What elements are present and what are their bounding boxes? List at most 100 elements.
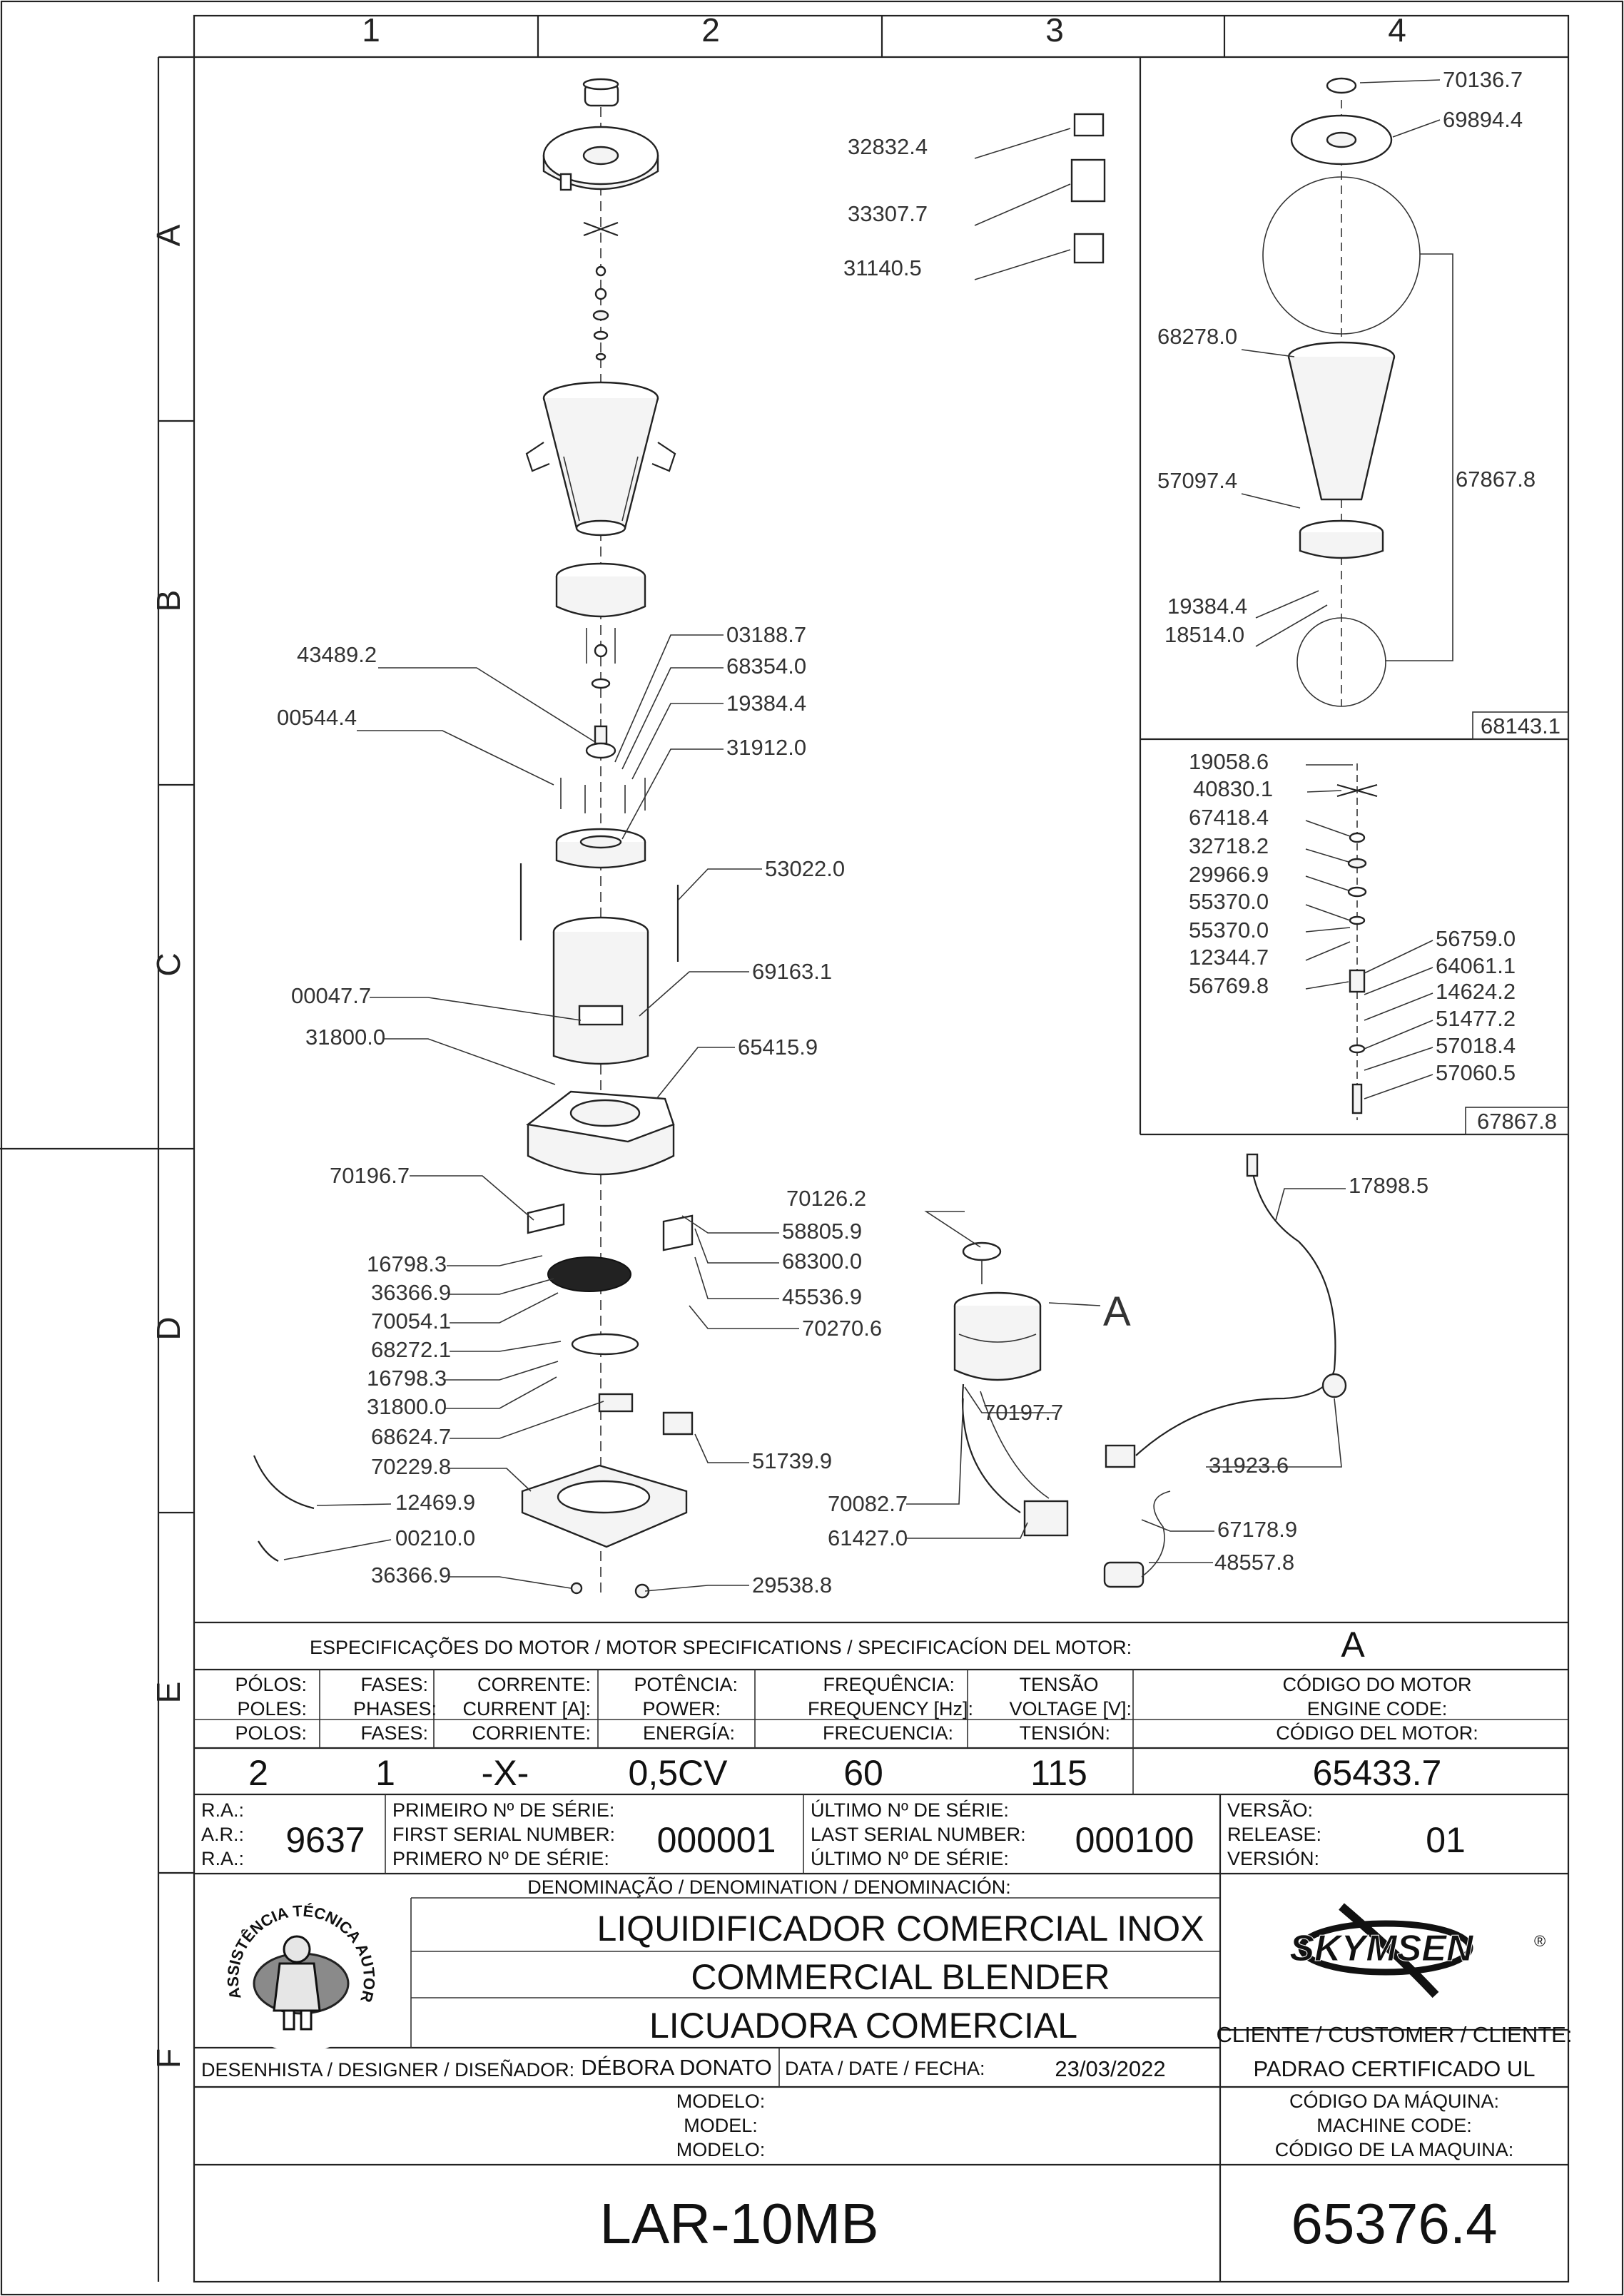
machine-code-section: CÓDIGO DA MÁQUINA: MACHINE CODE: CÓDIGO … bbox=[1275, 2090, 1514, 2255]
spec-poles-value: 2 bbox=[248, 1753, 268, 1793]
machine-code-label-3: CÓDIGO DE LA MAQUINA: bbox=[1275, 2138, 1514, 2160]
callout-blade-14: 57018.4 bbox=[1436, 1033, 1516, 1058]
grid-row-c: C bbox=[150, 953, 187, 976]
version-label-2: RELEASE: bbox=[1227, 1824, 1321, 1845]
spec-voltage-value: 115 bbox=[1030, 1753, 1087, 1793]
callout-main-13: 16798.3 bbox=[367, 1251, 447, 1276]
first-serial-label-1: PRIMEIRO Nº DE SÉRIE: bbox=[392, 1799, 614, 1821]
callout-main-1: 43489.2 bbox=[297, 642, 377, 667]
last-serial-label-2: LAST SERIAL NUMBER: bbox=[811, 1824, 1026, 1845]
callout-blade-9: 56769.8 bbox=[1189, 973, 1269, 998]
first-serial-value: 000001 bbox=[657, 1820, 776, 1860]
spec-power-en: POWER: bbox=[642, 1698, 721, 1720]
motor-reference-letter: A bbox=[1103, 1289, 1131, 1335]
callout-blade-15: 57060.5 bbox=[1436, 1060, 1516, 1085]
callout-main-24: 29538.8 bbox=[752, 1573, 832, 1597]
callout-main-17: 16798.3 bbox=[367, 1366, 447, 1391]
callout-main-28: 68300.0 bbox=[782, 1249, 862, 1274]
callout-main-4: 68354.0 bbox=[726, 654, 806, 679]
callout-main-33: 61427.0 bbox=[828, 1525, 908, 1550]
grid-row-f: F bbox=[150, 2048, 187, 2068]
blade-box-code: 67867.8 bbox=[1477, 1109, 1557, 1134]
spec-phases-es: FASES: bbox=[360, 1722, 428, 1744]
spec-power-pt: POTÊNCIA: bbox=[634, 1673, 738, 1695]
spec-current-en: CURRENT [A]: bbox=[462, 1698, 591, 1720]
motor-spec-table: PÓLOS: POLES: POLOS: 2 FASES: PHASES: FA… bbox=[235, 1673, 1478, 1793]
grid-row-b: B bbox=[150, 590, 187, 612]
callout-main-32: 70082.7 bbox=[828, 1491, 908, 1516]
ra-value: 9637 bbox=[285, 1820, 365, 1860]
spec-voltage-es: TENSIÓN: bbox=[1019, 1722, 1110, 1744]
machine-code-value: 65376.4 bbox=[1291, 2192, 1497, 2255]
version-value: 01 bbox=[1426, 1820, 1466, 1860]
callout-main-16: 68272.1 bbox=[371, 1337, 451, 1362]
spec-engine-code-es: CÓDIGO DEL MOTOR: bbox=[1276, 1722, 1478, 1744]
machine-code-label-1: CÓDIGO DA MÁQUINA: bbox=[1289, 2090, 1499, 2112]
jar-detail-box: 68143.1 67867.8 bbox=[1139, 57, 1569, 1136]
client-value: PADRAO CERTIFICADO UL bbox=[1253, 2056, 1535, 2081]
callout-main-11: 65415.9 bbox=[738, 1035, 818, 1060]
ra-label-2: A.R.: bbox=[201, 1824, 244, 1845]
callout-main-37: 17898.5 bbox=[1349, 1173, 1428, 1198]
jar-callouts: 70136.7 69894.4 68278.0 57097.4 67867.8 … bbox=[1157, 67, 1536, 647]
version-label-1: VERSÃO: bbox=[1227, 1799, 1313, 1821]
jar-box-code: 68143.1 bbox=[1481, 713, 1560, 738]
model-section: MODELO: MODEL: MODELO: LAR-10MB bbox=[599, 2091, 878, 2255]
callout-blade-13: 51477.2 bbox=[1436, 1006, 1516, 1031]
model-label-2: MODEL: bbox=[684, 2115, 758, 2136]
callout-blade-4: 32718.2 bbox=[1189, 833, 1269, 858]
callout-main-2: 00544.4 bbox=[277, 705, 357, 730]
callout-jar-1: 70136.7 bbox=[1443, 67, 1523, 92]
callout-main-22: 00210.0 bbox=[395, 1525, 475, 1550]
callout-blade-3: 67418.4 bbox=[1189, 805, 1269, 830]
spec-frequency-en: FREQUENCY [Hz]: bbox=[808, 1698, 973, 1720]
motor-spec-ref: A bbox=[1341, 1625, 1365, 1665]
callout-main-7: 53022.0 bbox=[765, 856, 845, 881]
blender-exploded-view bbox=[253, 78, 694, 1599]
designer-label: DESENHISTA / DESIGNER / DISEÑADOR: bbox=[201, 2058, 574, 2081]
spec-frequency-value: 60 bbox=[843, 1753, 883, 1793]
blade-detail-view bbox=[1336, 763, 1378, 1120]
grid-row-labels: A B C D E F bbox=[150, 224, 187, 2068]
callout-main-34: 67178.9 bbox=[1217, 1517, 1297, 1542]
serial-row: R.A.: A.R.: R.A.: 9637 PRIMEIRO Nº DE SÉ… bbox=[201, 1799, 1466, 1869]
blade-callouts: 19058.6 40830.1 67418.4 32718.2 29966.9 … bbox=[1189, 749, 1516, 1099]
ra-label-1: R.A.: bbox=[201, 1799, 244, 1821]
grid-row-d: D bbox=[150, 1316, 187, 1340]
model-label-3: MODELO: bbox=[676, 2139, 766, 2160]
spec-poles-es: POLOS: bbox=[235, 1722, 307, 1744]
client-section: CLIENTE / CUSTOMER / CLIENTE: PADRAO CER… bbox=[1217, 2022, 1573, 2081]
spec-frequency-es: FRECUENCIA: bbox=[823, 1722, 953, 1744]
callout-main-35: 48557.8 bbox=[1214, 1550, 1294, 1575]
designer-row: DESENHISTA / DESIGNER / DISEÑADOR: DÉBOR… bbox=[201, 2055, 1166, 2081]
last-serial-label-3: ÚLTIMO Nº DE SÉRIE: bbox=[811, 1847, 1009, 1869]
designer-name: DÉBORA DONATO bbox=[581, 2055, 772, 2080]
callout-jar-7: 18514.0 bbox=[1164, 622, 1244, 647]
callout-main-14: 36366.9 bbox=[371, 1280, 451, 1305]
callout-jar-4: 57097.4 bbox=[1157, 468, 1237, 493]
spec-phases-en: PHASES: bbox=[353, 1698, 437, 1720]
grid-row-a: A bbox=[150, 224, 187, 246]
callout-blade-11: 64061.1 bbox=[1436, 953, 1516, 978]
title-block bbox=[194, 1621, 1568, 2282]
callout-blade-5: 29966.9 bbox=[1189, 862, 1269, 887]
callout-blade-1: 19058.6 bbox=[1189, 749, 1269, 774]
grid-col-3: 3 bbox=[1045, 11, 1064, 49]
brand-logo: SKYMSEN ® bbox=[1289, 1903, 1546, 1998]
denomination-section: DENOMINAÇÃO / DENOMINATION / DENOMINACIÓ… bbox=[527, 1876, 1204, 2046]
spec-power-es: ENERGÍA: bbox=[643, 1722, 735, 1744]
product-name-pt: LIQUIDIFICADOR COMERCIAL INOX bbox=[597, 1909, 1204, 1949]
callout-main-12: 70196.7 bbox=[330, 1163, 410, 1188]
callout-main-19: 68624.7 bbox=[371, 1424, 451, 1449]
model-label-1: MODELO: bbox=[676, 2091, 766, 2112]
callout-main-20: 70229.8 bbox=[371, 1454, 451, 1479]
jar-detail-view bbox=[1262, 77, 1453, 707]
grid-row-e: E bbox=[150, 1682, 187, 1704]
date-label: DATA / DATE / FECHA: bbox=[785, 2058, 985, 2079]
denomination-label: DENOMINAÇÃO / DENOMINATION / DENOMINACIÓ… bbox=[527, 1876, 1011, 1898]
callout-blade-8: 12344.7 bbox=[1189, 945, 1269, 970]
spec-current-value: -X- bbox=[482, 1753, 529, 1793]
callout-blade-12: 14624.2 bbox=[1436, 979, 1516, 1004]
callout-label-2: 33307.7 bbox=[848, 201, 928, 226]
